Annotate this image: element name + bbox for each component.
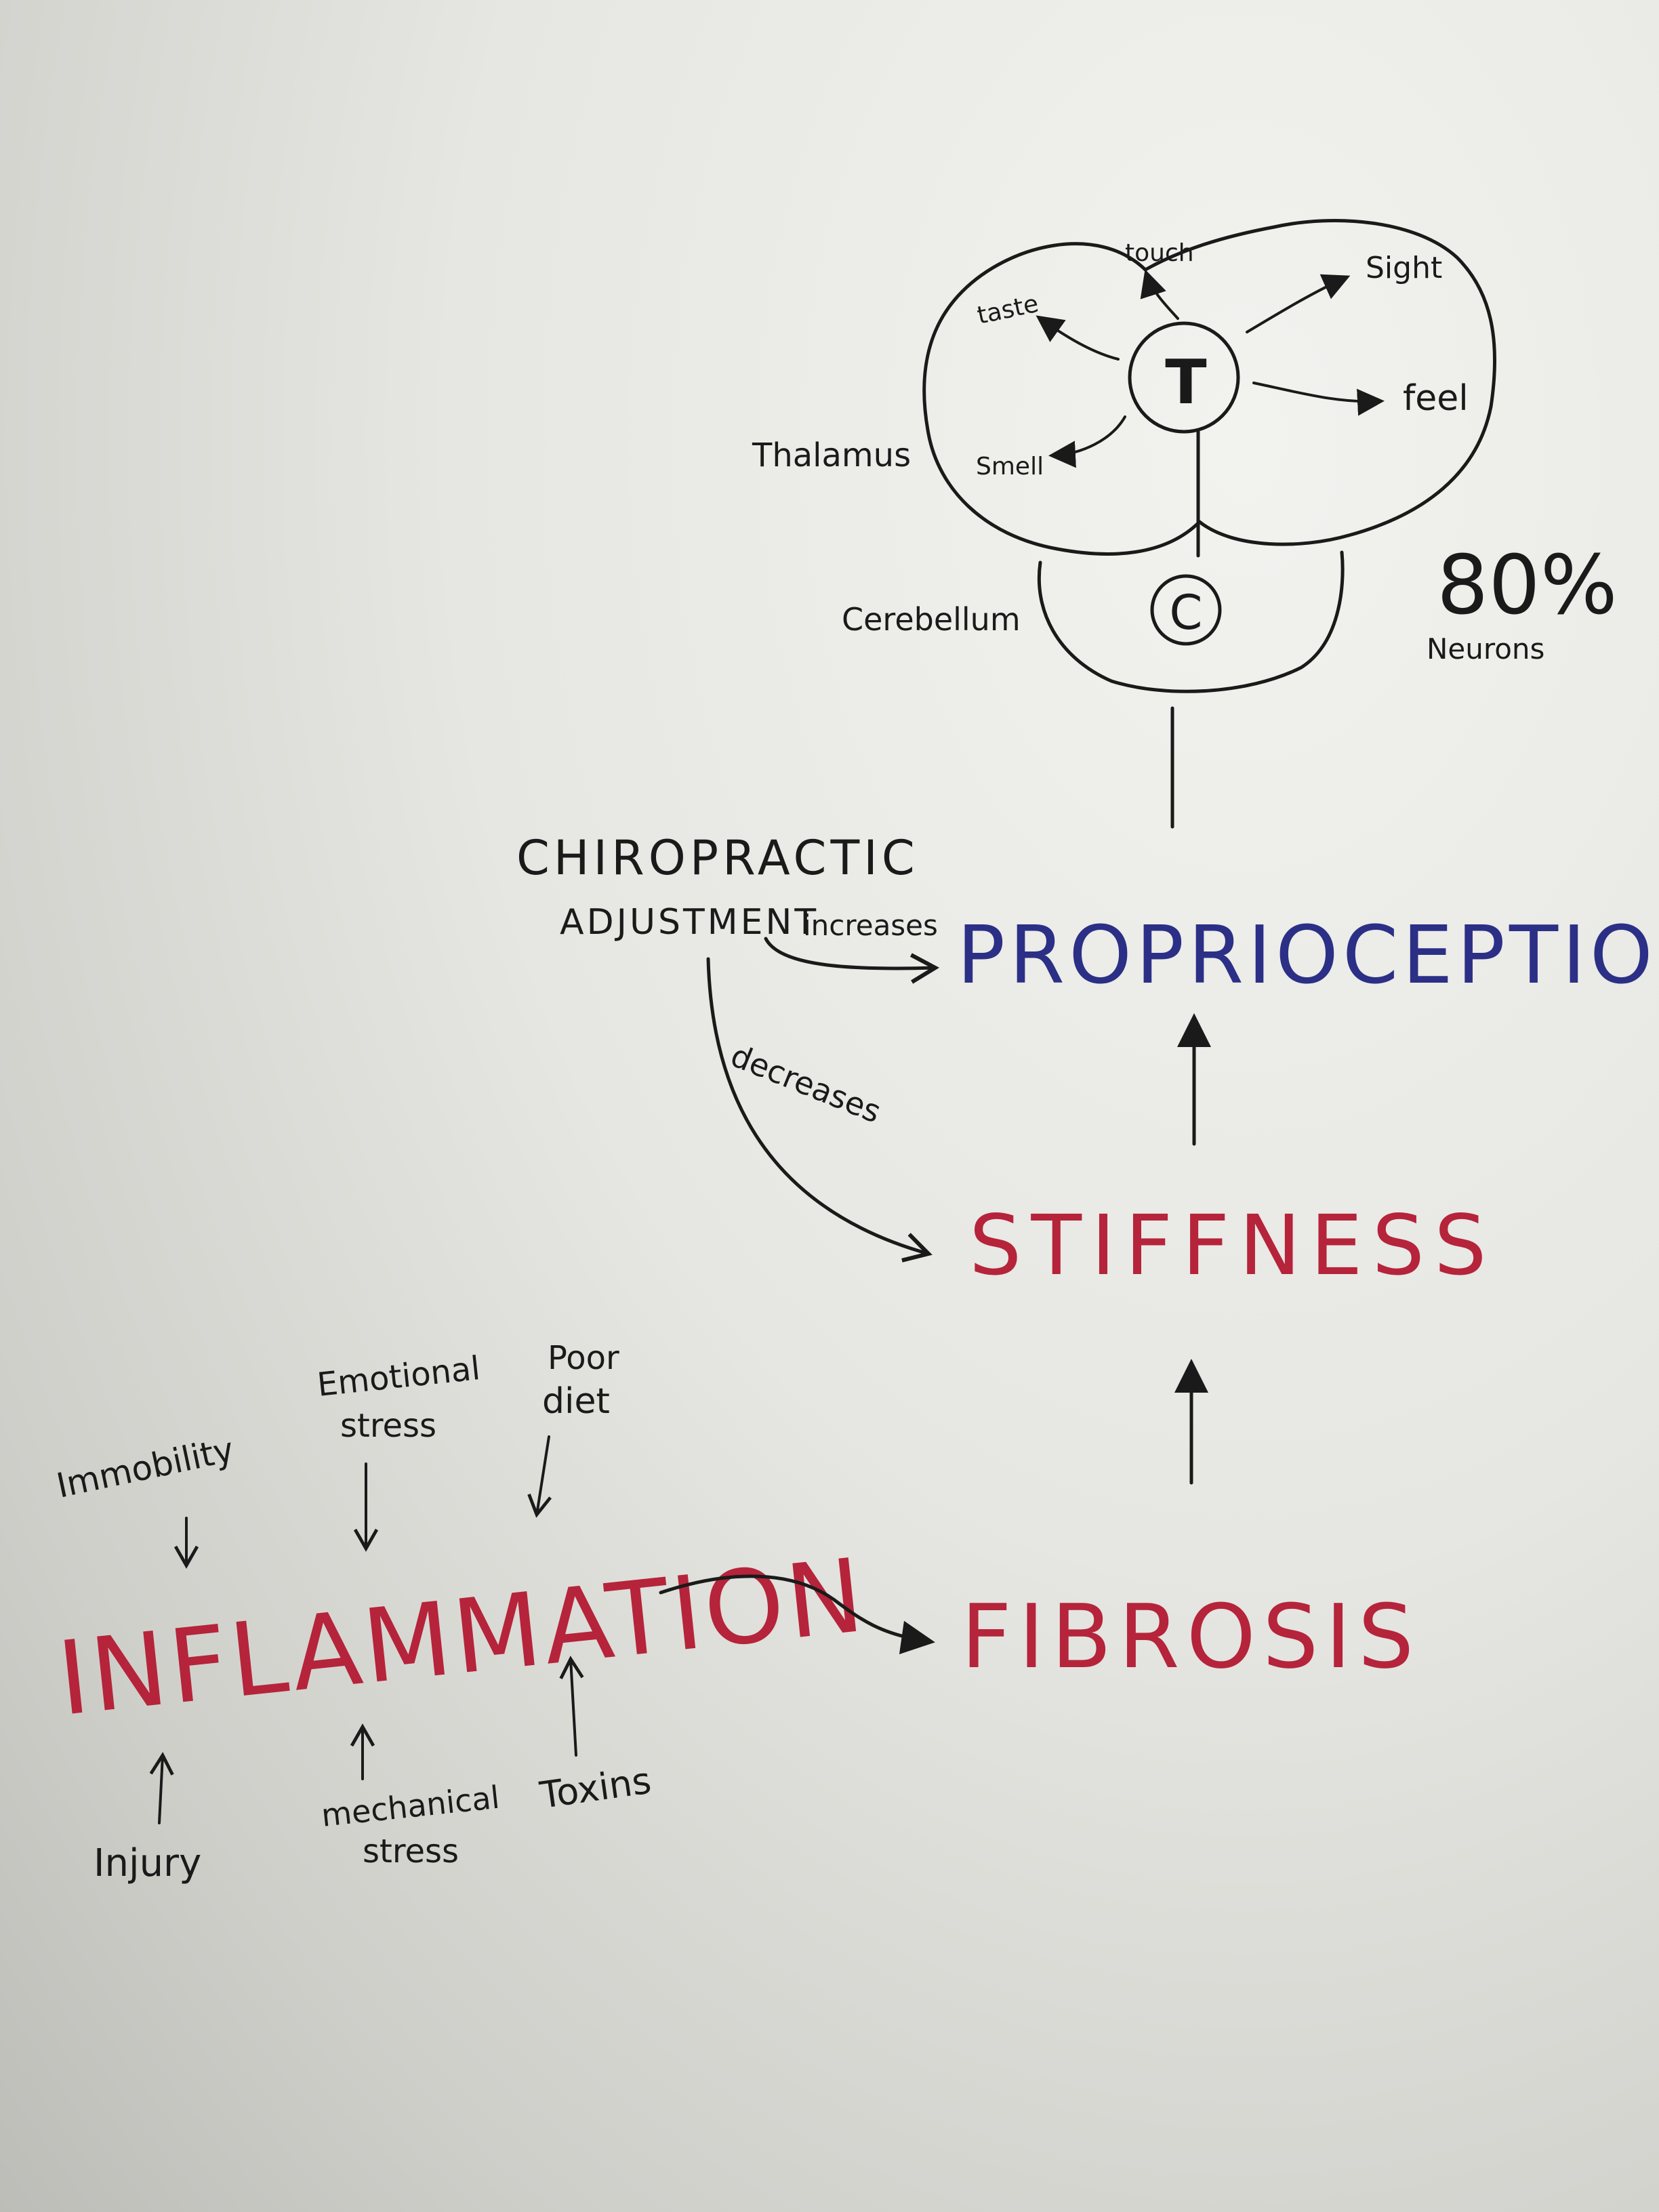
injury-label: Injury: [94, 1841, 201, 1885]
chiropractic-line2: ADJUSTMENT: [560, 902, 819, 943]
thalamus-circle: [1128, 321, 1240, 434]
cerebellum-label: Cerebellum: [842, 601, 1021, 638]
inflammation-to-fibrosis-arrow: [659, 1574, 935, 1655]
immobility-label: Immobility: [53, 1430, 237, 1506]
feel-arrow: [1252, 382, 1385, 416]
stiffness-node: STIFFNESS: [969, 1197, 1496, 1294]
emotional-stress-label-1: Emotional: [315, 1349, 482, 1404]
inflammation-node: INFLAMMATION: [53, 1537, 872, 1739]
neurons-percent: 80%: [1437, 539, 1618, 633]
thalamus-label: Thalamus: [752, 436, 911, 474]
sight-arrow: [1246, 274, 1351, 333]
decreases-arrow: [706, 957, 933, 1263]
taste-arrow: [1036, 315, 1120, 361]
mechanical-stress-label-2: stress: [363, 1832, 459, 1870]
cerebellum-outline: [1037, 550, 1345, 693]
proprioception-node: PROPRIOCEPTION: [957, 908, 1659, 1002]
main-chain: PROPRIOCEPTION STIFFNESS FIBROSIS INFLAM…: [53, 908, 1659, 1739]
smell-arrow: [1048, 415, 1126, 468]
chiropractic-group: CHIROPRACTIC ADJUSTMENT increases decrea…: [516, 830, 940, 1263]
cerebrum-outline: [922, 219, 1497, 556]
cerebellum-mark: C: [1170, 585, 1203, 640]
poor-diet-label-2: diet: [542, 1381, 610, 1422]
poor-diet-arrow: [527, 1435, 552, 1518]
decreases-label: decreases: [726, 1037, 886, 1130]
toxins-label: Toxins: [537, 1759, 654, 1817]
thalamus-mark: T: [1165, 347, 1206, 418]
feel-label: feel: [1403, 378, 1469, 419]
mechanical-stress-label-1: mechanical: [320, 1779, 501, 1834]
touch-arrow: [1140, 269, 1179, 320]
brain-drawing: T C touch taste Sight feel Smell Thalamu…: [752, 219, 1618, 829]
emotional-stress-label-2: stress: [340, 1407, 436, 1445]
increases-arrow: [764, 937, 940, 984]
chiropractic-line1: CHIROPRACTIC: [516, 830, 919, 886]
cerebellum-circle: [1150, 574, 1222, 646]
sight-label: Sight: [1366, 251, 1442, 285]
smell-label: Smell: [976, 453, 1044, 480]
touch-label: touch: [1125, 239, 1194, 267]
fibrosis-node: FIBROSIS: [961, 1585, 1420, 1688]
taste-label: taste: [975, 290, 1041, 330]
neurons-label: Neurons: [1427, 632, 1544, 665]
increases-label: increases: [803, 909, 938, 942]
injury-arrow: [149, 1752, 174, 1824]
poor-diet-label-1: Poor: [548, 1339, 619, 1377]
toxins-arrow: [559, 1656, 584, 1757]
